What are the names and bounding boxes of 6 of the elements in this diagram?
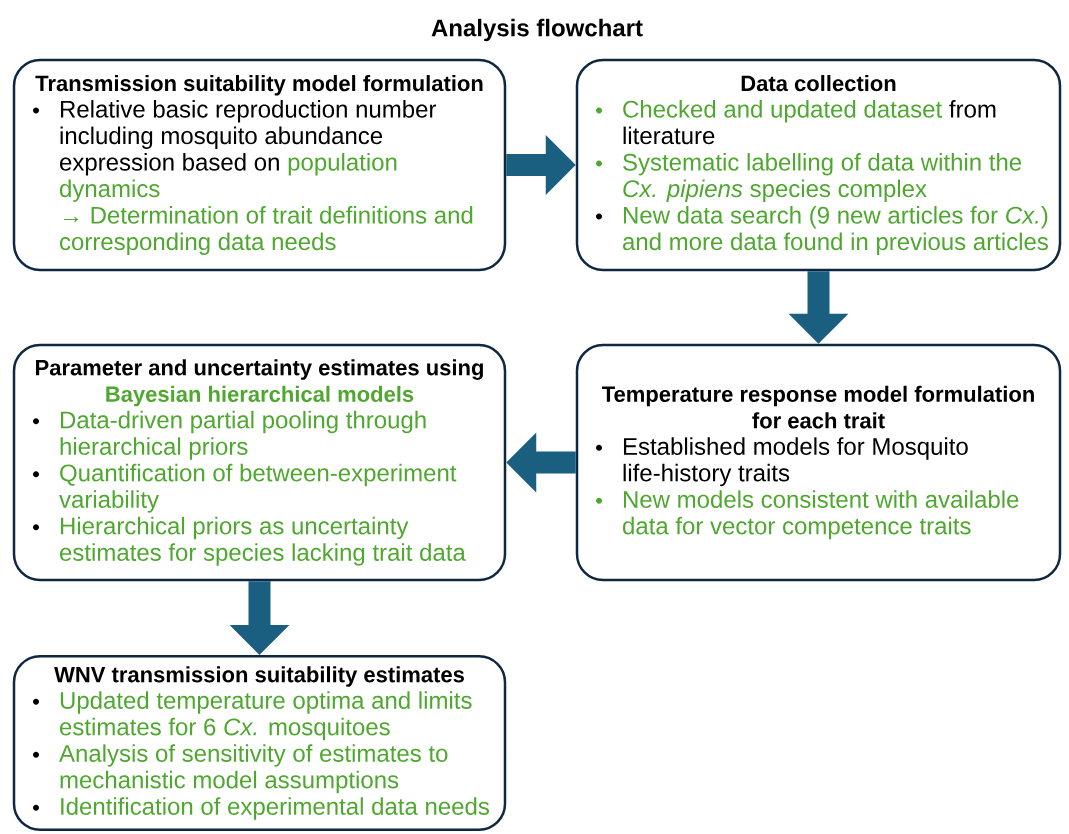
process-box: Data collection Checked and updated dataset from literature Systematic labelling of data within the Cx. pipiens species complex New data search (9 new articles for Cx.) and more data found in previous articles [575,58,1062,272]
process-box: Temperature response model formulation for each trait Established models for Mosquito life-history traits New models consistent with available data for vector competence traits [575,343,1062,582]
process-box: Parameter and uncertainty estimates using Bayesian hierarchical models Data-driven partial pooling through hierarchical priors Quantification of between-experiment variability Hierarchical priors as uncertainty estimates for species lacking trait data [12,343,507,582]
process-box: WNV transmission suitability estimates Updated temperature optima and limits estimates for 6 Cx. mosquitoes Analysis of sensitivity of estimates to mechanistic model assumptions Identification of experimental data needs [12,655,507,831]
process-box: Transmission suitability model formulation Relative basic reproduction number including mosquito abundance expression based on population dynamics → Determination of trait definitions and corresponding data needs [12,58,507,272]
title: Analysis flowchart [431,18,643,42]
